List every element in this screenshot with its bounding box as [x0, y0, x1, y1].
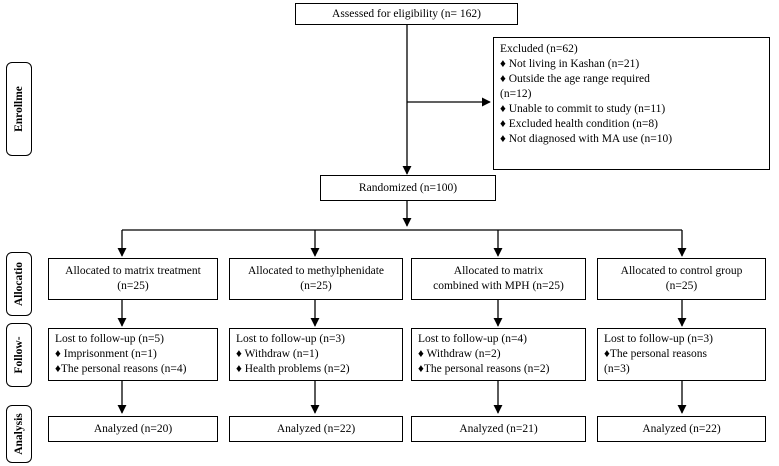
- excluded-item: ♦ Not living in Kashan (n=21): [500, 58, 640, 70]
- allocated-box-4: Allocated to control group (n=25): [597, 258, 766, 300]
- followup-box-1: Lost to follow-up (n=5) ♦ Imprisonment (…: [48, 328, 218, 381]
- excluded-item: ♦ Excluded health condition (n=8): [500, 118, 658, 130]
- stage-label-analysis: Analysis: [6, 405, 32, 463]
- randomized-box: Randomized (n=100): [320, 175, 496, 201]
- analyzed-box-1: Analyzed (n=20): [48, 416, 218, 442]
- excluded-title: Excluded (n=62): [500, 43, 578, 55]
- analyzed-box-4: Analyzed (n=22): [597, 416, 766, 442]
- followup-box-4: Lost to follow-up (n=3) ♦The personal re…: [597, 328, 766, 381]
- followup-box-3: Lost to follow-up (n=4) ♦ Withdraw (n=2)…: [411, 328, 586, 381]
- excluded-item: ♦ Outside the age range required: [500, 73, 650, 85]
- excluded-box: Excluded (n=62) ♦ Not living in Kashan (…: [493, 37, 770, 170]
- excluded-item: (n=12): [500, 88, 532, 100]
- allocated-box-2: Allocated to methylphenidate (n=25): [229, 258, 403, 300]
- excluded-item: ♦ Unable to commit to study (n=11): [500, 103, 666, 115]
- allocated-box-3: Allocated to matrix combined with MPH (n…: [411, 258, 586, 300]
- stage-label-followup: Follow-: [6, 323, 32, 387]
- analyzed-box-3: Analyzed (n=21): [411, 416, 586, 442]
- excluded-item: ♦ Not diagnosed with MA use (n=10): [500, 133, 673, 145]
- stage-label-enrollment: Enrollme: [6, 62, 32, 156]
- analyzed-box-2: Analyzed (n=22): [229, 416, 403, 442]
- assessed-box: Assessed for eligibility (n= 162): [295, 3, 518, 25]
- followup-box-2: Lost to follow-up (n=3) ♦ Withdraw (n=1)…: [229, 328, 403, 381]
- stage-label-allocation: Allocatio: [6, 252, 32, 316]
- allocated-box-1: Allocated to matrix treatment (n=25): [48, 258, 218, 300]
